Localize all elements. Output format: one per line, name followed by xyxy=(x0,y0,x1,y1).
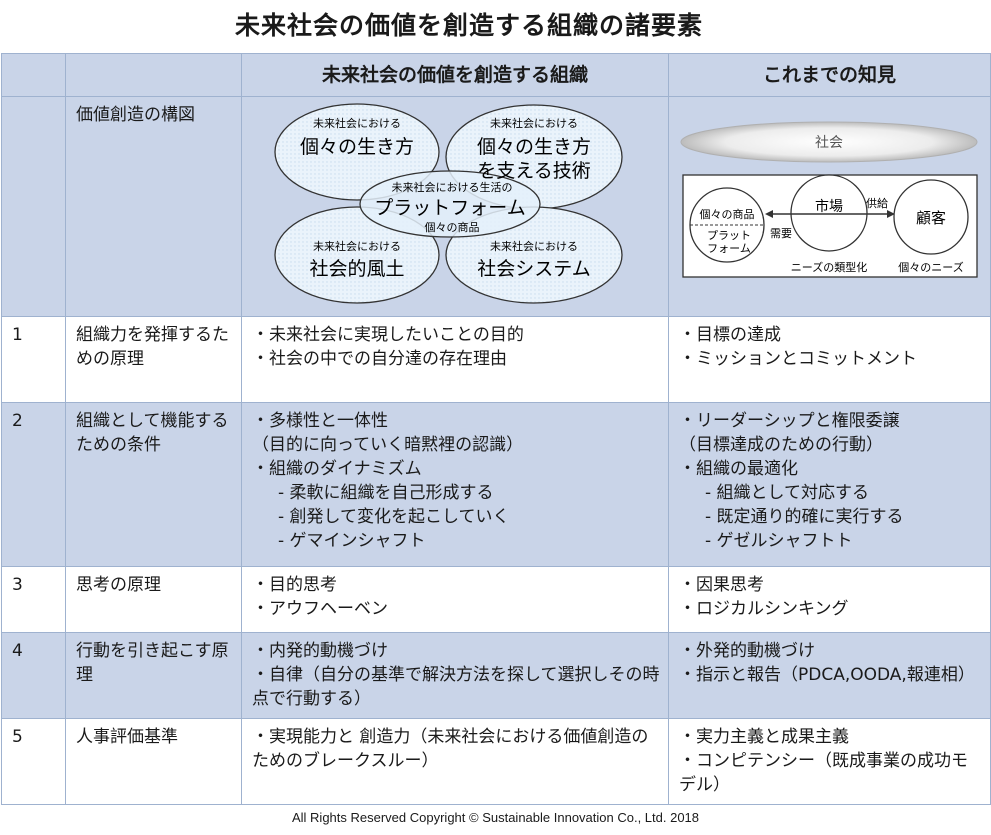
row-number: 4 xyxy=(1,632,66,719)
demand-label: 需要 xyxy=(770,227,792,240)
past-item: ・ミッションとコミットメント xyxy=(679,349,917,369)
row-number: 3 xyxy=(1,566,66,633)
row-5: 5 人事評価基準 ・実現能力と 創造力（未来社会における価値創造のためのブレーク… xyxy=(1,718,991,805)
market-label: 市場 xyxy=(815,198,843,215)
structure-label: 価値創造の構図 xyxy=(65,96,242,317)
bl-big: 社会的風土 xyxy=(309,258,404,280)
row-2: 2 組織として機能するための条件 ・多様性と一体性 （目的に向っていく暗黙裡の認… xyxy=(1,402,991,567)
structure-row: 価値創造の構図 未来社会における 個々の生き方 未来社会における 個々の生き方 xyxy=(1,96,991,317)
product-bottom1: プラット xyxy=(707,229,751,242)
society-label: 社会 xyxy=(815,135,843,151)
ellipse-top-left xyxy=(274,103,440,201)
row-label: 組織力を発揮するための原理 xyxy=(65,316,242,403)
tr-small: 未来社会における xyxy=(490,116,578,130)
center-big: プラットフォーム xyxy=(374,197,525,219)
future-item: ・社会の中での自分達の存在理由 xyxy=(252,349,507,369)
row-number: 5 xyxy=(1,718,66,805)
customer-label: 顧客 xyxy=(916,209,946,227)
tr-big1: 個々の生き方 xyxy=(477,136,591,158)
br-big: 社会システム xyxy=(477,258,590,280)
future-item: ・多様性と一体性 xyxy=(252,411,388,431)
past-diagram: 社会 個々の商品 プラット フォーム 市場 供給 需要 顧客 ニーズの類型化 個… xyxy=(680,121,978,278)
future-item: ・自律（自分の基準で解決方法を探して選択しその時点で行動する） xyxy=(252,665,660,709)
center-sub: 個々の商品 xyxy=(425,220,480,234)
past-subitem: - 組織として対応する xyxy=(705,483,870,503)
past-item: ・外発的動機づけ xyxy=(679,641,815,661)
past-diagram-cell: 社会 個々の商品 プラット フォーム 市場 供給 需要 顧客 ニーズの類型化 個… xyxy=(668,96,991,317)
row-number: 1 xyxy=(1,316,66,403)
future-item: ・内発的動機づけ xyxy=(252,641,388,661)
row-label: 行動を引き起こす原理 xyxy=(65,632,242,719)
center-small: 未来社会における生活の xyxy=(392,180,513,194)
future-item: ・未来社会に実現したいことの目的 xyxy=(252,325,524,345)
society-ellipse xyxy=(680,121,978,163)
past-cell: ・リーダーシップと権限委譲 （目標達成のための行動） ・組織の最適化 - 組織と… xyxy=(668,402,991,567)
needs-type-label: ニーズの類型化 xyxy=(791,260,867,274)
past-item: ・ロジカルシンキング xyxy=(679,599,849,619)
row-number: 2 xyxy=(1,402,66,567)
past-subitem: - 既定通り的確に実行する xyxy=(705,507,904,527)
tr-big2: を支える技術 xyxy=(477,160,590,182)
row-label: 人事評価基準 xyxy=(65,718,242,805)
past-item: ・指示と報告（PDCA,OODA,報連相） xyxy=(679,665,975,685)
future-item: ・アウフヘーベン xyxy=(252,599,388,619)
page-title: 未来社会の価値を創造する組織の諸要素 xyxy=(234,11,703,40)
future-subitem: - ゲマインシャフト xyxy=(278,531,426,551)
tl-small: 未来社会における xyxy=(313,116,401,130)
past-subitem: - ゲゼルシャフトト xyxy=(705,531,853,551)
br-small: 未来社会における xyxy=(490,239,578,253)
past-item: ・実力主義と成果主義 xyxy=(679,727,849,747)
future-subitem: - 柔軟に組織を自己形成する xyxy=(278,483,494,503)
future-item: （目的に向っていく暗黙裡の認識） xyxy=(252,435,524,455)
future-item: ・組織のダイナミズム xyxy=(252,459,422,479)
past-cell: ・実力主義と成果主義 ・コンピテンシー（既成事業の成功モデル） xyxy=(668,718,991,805)
arrow-right-head xyxy=(887,210,895,218)
supply-label: 供給 xyxy=(866,196,888,210)
header-future: 未来社会の価値を創造する組織 xyxy=(241,53,669,97)
past-item: ・組織の最適化 xyxy=(679,459,798,479)
past-item: ・因果思考 xyxy=(679,575,764,595)
header-num xyxy=(1,53,66,97)
row-3: 3 思考の原理 ・目的思考 ・アウフヘーベン ・因果思考 ・ロジカルシンキング xyxy=(1,566,991,633)
future-cell: ・実現能力と 創造力（未来社会における価値創造のためのブレークスルー） xyxy=(241,718,669,805)
future-subitem: - 創発して変化を起こしていく xyxy=(278,507,510,527)
future-item: ・実現能力と 創造力（未来社会における価値創造のためのブレークスルー） xyxy=(252,727,649,771)
tl-big: 個々の生き方 xyxy=(300,136,414,158)
header-past: これまでの知見 xyxy=(668,53,991,97)
future-cell: ・目的思考 ・アウフヘーベン xyxy=(241,566,669,633)
past-item: ・目標の達成 xyxy=(679,325,781,345)
past-item: ・リーダーシップと権限委譲 xyxy=(679,411,900,431)
row-1: 1 組織力を発揮するための原理 ・未来社会に実現したいことの目的 ・社会の中での… xyxy=(1,316,991,403)
bl-small: 未来社会における xyxy=(313,239,401,253)
header-row: 未来社会の価値を創造する組織 これまでの知見 xyxy=(1,53,991,97)
market-circle xyxy=(790,174,868,252)
needs-each-label: 個々のニーズ xyxy=(898,260,963,274)
past-item: ・コンピテンシー（既成事業の成功モデル） xyxy=(679,751,968,795)
past-item: （目標達成のための行動） xyxy=(679,435,883,455)
product-top: 個々の商品 xyxy=(700,207,755,221)
row-label: 思考の原理 xyxy=(65,566,242,633)
future-cell: ・多様性と一体性 （目的に向っていく暗黙裡の認識） ・組織のダイナミズム - 柔… xyxy=(241,402,669,567)
arrow-left-head xyxy=(765,210,773,218)
header-label xyxy=(65,53,242,97)
future-cell: ・未来社会に実現したいことの目的 ・社会の中での自分達の存在理由 xyxy=(241,316,669,403)
future-cell: ・内発的動機づけ ・自律（自分の基準で解決方法を探して選択しその時点で行動する） xyxy=(241,632,669,719)
elements-table: 未来社会の価値を創造する組織 これまでの知見 価値創造の構図 未来社会における xyxy=(1,53,991,805)
row-4: 4 行動を引き起こす原理 ・内発的動機づけ ・自律（自分の基準で解決方法を探して… xyxy=(1,632,991,719)
past-cell: ・因果思考 ・ロジカルシンキング xyxy=(668,566,991,633)
row-label: 組織として機能するための条件 xyxy=(65,402,242,567)
ellipse-center xyxy=(359,170,541,238)
past-cell: ・目標の達成 ・ミッションとコミットメント xyxy=(668,316,991,403)
future-item: ・目的思考 xyxy=(252,575,337,595)
customer-circle xyxy=(893,179,969,255)
past-cell: ・外発的動機づけ ・指示と報告（PDCA,OODA,報連相） xyxy=(668,632,991,719)
future-diagram-cell: 未来社会における 個々の生き方 未来社会における 個々の生き方 を支える技術 未… xyxy=(241,96,669,317)
product-bottom2: フォーム xyxy=(707,242,751,255)
future-diagram: 未来社会における 個々の生き方 未来社会における 個々の生き方 を支える技術 未… xyxy=(274,103,623,304)
copyright-footer: All Rights Reserved Copyright © Sustaina… xyxy=(291,810,700,825)
